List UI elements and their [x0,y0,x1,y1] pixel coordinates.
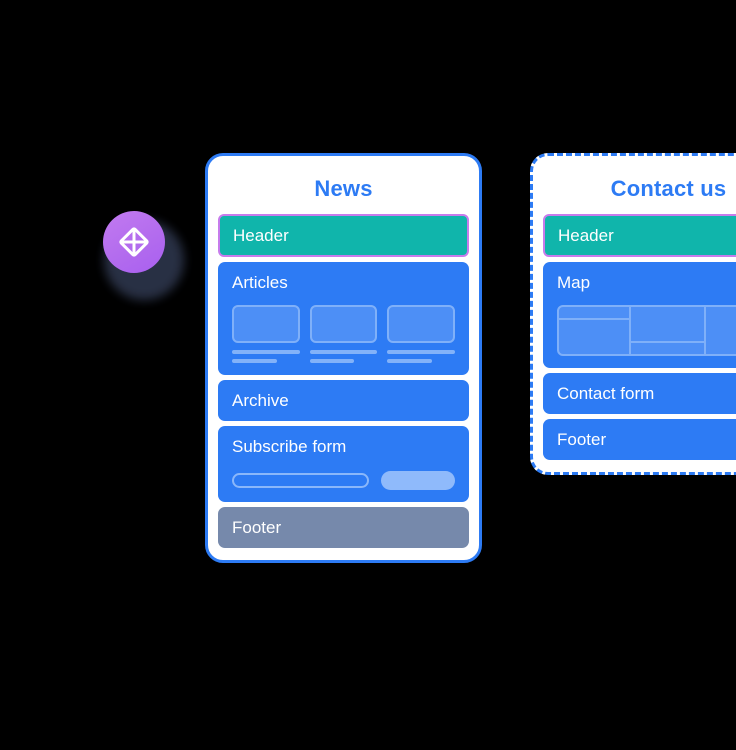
card-contact[interactable]: Contact us Header Map [530,153,736,475]
article-text-line [232,350,300,354]
article-thumbnail [309,305,378,343]
map-grid-line [703,307,706,354]
block-header[interactable]: Header [543,214,736,257]
page-title-news: News [314,176,373,201]
block-label-footer: Footer [557,430,607,449]
components-diamond-icon [117,225,151,259]
article-text-line [309,359,355,363]
page-title-contact: Contact us [610,176,727,201]
subscribe-email-input[interactable] [232,473,369,488]
block-archive[interactable]: Archive [218,380,469,421]
block-label-articles: Articles [232,273,288,292]
block-label-map: Map [557,273,591,292]
block-label-contact-form: Contact form [557,384,655,403]
block-label-archive: Archive [232,391,289,410]
block-footer[interactable]: Footer [543,419,736,460]
block-label-header: Header [233,226,289,245]
map-grid-line [629,307,632,354]
article-text-line [387,350,456,354]
block-label-subscribe-form: Subscribe form [232,437,347,456]
map-grid-line [629,341,704,343]
subscribe-row [232,471,455,490]
article-text-line [387,359,432,363]
map-grid-line [559,318,630,320]
badge-circle[interactable] [103,211,165,273]
news-blocks: Header Articles [218,214,469,548]
article-text-line [232,359,277,363]
map-preview[interactable] [557,305,736,356]
block-subscribe-form[interactable]: Subscribe form [218,426,469,502]
article-thumbnail [387,305,456,343]
subscribe-submit-button[interactable] [381,471,455,490]
article-item[interactable] [232,305,300,363]
article-item[interactable] [309,305,378,363]
article-item[interactable] [387,305,456,363]
card-news[interactable]: News Header Articles [205,153,482,563]
contact-blocks: Header Map Con [543,214,736,460]
block-footer[interactable]: Footer [218,507,469,548]
block-label-header: Header [558,226,614,245]
article-thumbnail [232,305,300,343]
block-map[interactable]: Map [543,262,736,368]
block-articles[interactable]: Articles [218,262,469,375]
block-header[interactable]: Header [218,214,469,257]
block-contact-form[interactable]: Contact form [543,373,736,414]
article-text-line [309,350,378,354]
block-label-footer: Footer [232,518,282,537]
articles-row [232,305,456,363]
component-badge[interactable] [96,206,188,300]
